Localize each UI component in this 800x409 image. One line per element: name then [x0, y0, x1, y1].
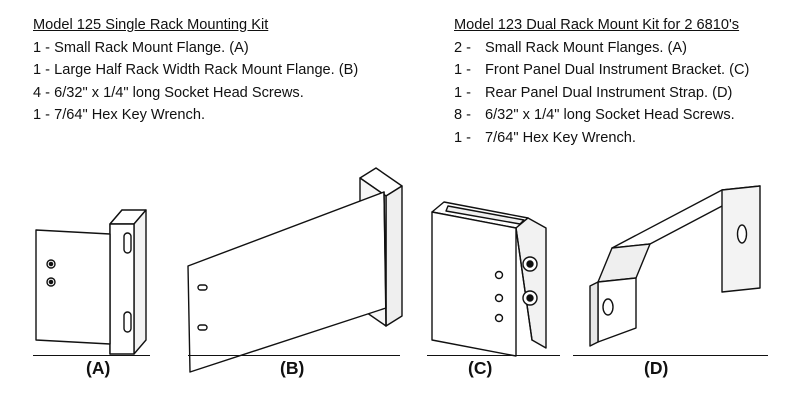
item-desc: Front Panel Dual Instrument Bracket. (C): [485, 62, 750, 79]
item-qty: 1 -: [454, 62, 472, 79]
item-desc: 7/64" Hex Key Wrench.: [50, 107, 206, 124]
part-d-dual-strap: [589, 185, 761, 347]
kit-item: 1 - Large Half Rack Width Rack Mount Fla…: [33, 59, 358, 82]
kit-list-model-123: Model 123 Dual Rack Mount Kit for 2 6810…: [454, 14, 749, 150]
kit-item: 2 - Small Rack Mount Flanges. (A): [454, 37, 749, 60]
kit-title: Model 125 Single Rack Mounting Kit: [33, 17, 269, 33]
kit-title: Model 123 Dual Rack Mount Kit for 2 6810…: [454, 17, 740, 33]
item-qty: 2 -: [454, 39, 472, 56]
kit-item: 1 - Rear Panel Dual Instrument Strap. (D): [454, 82, 749, 105]
item-qty: 1 -: [33, 39, 51, 56]
caption-b: (B): [280, 358, 305, 378]
item-qty: 1 -: [454, 129, 472, 146]
kit-list-model-125: Model 125 Single Rack Mounting Kit 1 - S…: [33, 14, 358, 127]
item-desc: 7/64" Hex Key Wrench.: [485, 129, 636, 146]
kit-item: 1 - Front Panel Dual Instrument Bracket. …: [454, 59, 749, 82]
kit-item: 1 - 7/64" Hex Key Wrench.: [454, 127, 749, 150]
item-desc: 6/32" x 1/4" long Socket Head Screws.: [50, 84, 304, 101]
caption-c: (C): [468, 358, 493, 378]
kit-item: 8 - 6/32" x 1/4" long Socket Head Screws.: [454, 104, 749, 127]
caption-d: (D): [644, 358, 669, 378]
item-qty: 1 -: [33, 107, 51, 124]
part-c-dual-bracket: [431, 201, 547, 357]
baseline-rule-b: [188, 355, 400, 356]
item-desc: Small Rack Mount Flanges. (A): [485, 39, 687, 56]
item-desc: 6/32" x 1/4" long Socket Head Screws.: [485, 107, 735, 124]
baseline-rule-c: [427, 355, 560, 356]
item-qty: 1 -: [454, 84, 472, 101]
kit-item: 4 - 6/32" x 1/4" long Socket Head Screws…: [33, 82, 358, 105]
baseline-rule-a: [33, 355, 150, 356]
kit-item: 1 - Small Rack Mount Flange. (A): [33, 37, 358, 60]
item-qty: 1 -: [33, 62, 51, 79]
item-desc: Large Half Rack Width Rack Mount Flange.…: [50, 62, 359, 79]
item-qty: 8 -: [454, 107, 472, 124]
caption-a: (A): [86, 358, 111, 378]
item-desc: Rear Panel Dual Instrument Strap. (D): [485, 84, 733, 101]
part-b-large-flange: [187, 167, 403, 373]
baseline-rule-d: [573, 355, 768, 356]
kit-item: 1 - 7/64" Hex Key Wrench.: [33, 104, 358, 127]
item-qty: 4 -: [33, 84, 51, 101]
item-desc: Small Rack Mount Flange. (A): [50, 39, 249, 56]
part-a-small-flange: [35, 209, 147, 355]
